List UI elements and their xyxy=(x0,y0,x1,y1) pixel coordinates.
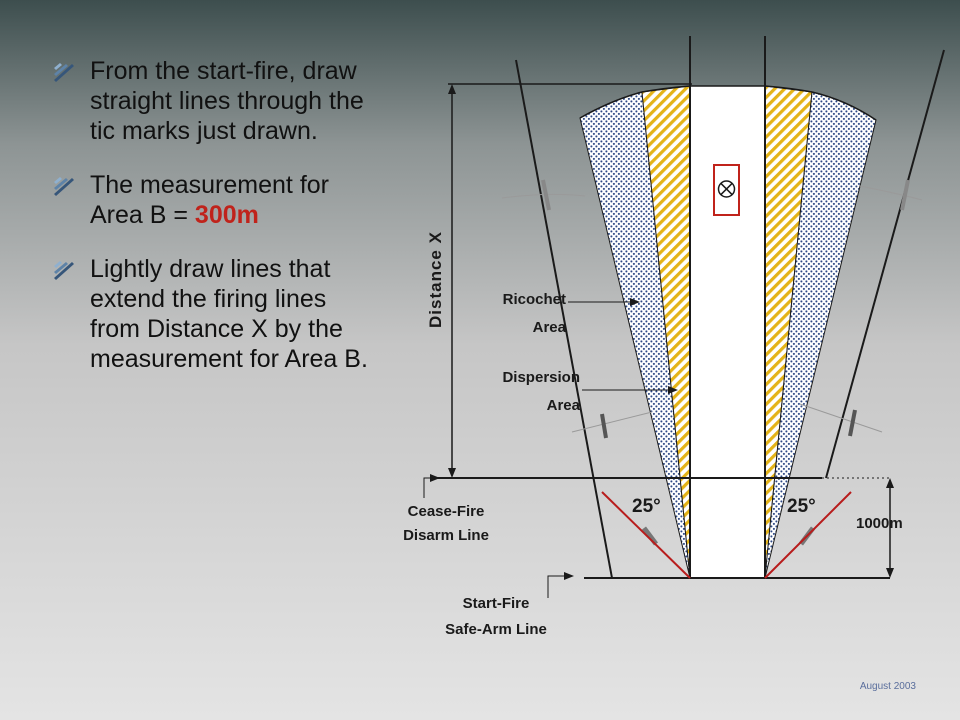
bullet-item-3: Lightly draw lines that extend the firin… xyxy=(52,254,372,374)
construction-arc-left xyxy=(501,193,586,199)
start-fire-label-line2: Safe-Arm Line xyxy=(445,621,547,638)
bullet-item-2: The measurement for Area B = 300m xyxy=(52,170,372,230)
x-circle-icon xyxy=(717,180,736,198)
cease-fire-leader xyxy=(423,477,430,498)
center-safe-corridor xyxy=(690,86,765,578)
ricochet-leader-arrow xyxy=(630,298,640,306)
start-fire-leader xyxy=(547,575,564,598)
angle-label-right: 25° xyxy=(787,496,816,517)
dispersion-leader-arrow xyxy=(668,386,678,394)
distance-x-arrow-top xyxy=(448,84,456,94)
dispersion-label-line1: Dispersion xyxy=(502,369,580,386)
bullet-icon xyxy=(54,261,74,280)
tic-mark xyxy=(848,409,857,437)
measure-arrow-bottom xyxy=(886,568,894,578)
range-arc xyxy=(579,85,877,121)
dispersion-label-line2: Area xyxy=(547,397,581,414)
bullet-icon xyxy=(54,63,74,82)
distance-x-label: Distance X xyxy=(426,231,445,328)
angle-line-left xyxy=(601,491,691,579)
angle-label-left: 25° xyxy=(632,496,661,517)
cease-fire-label-line2: Disarm Line xyxy=(403,527,489,544)
cease-fire-label-line1: Cease-Fire xyxy=(408,503,485,520)
footer-date: August 2003 xyxy=(859,681,916,692)
tic-mark xyxy=(600,413,608,439)
ricochet-label-line2: Area xyxy=(533,319,567,336)
bullet-text: Lightly draw lines that extend the firin… xyxy=(90,255,368,373)
construction-line-right-low xyxy=(799,403,883,433)
measure-label: 1000m xyxy=(856,515,903,532)
bullet-item-1: From the start-fire, draw straight lines… xyxy=(52,56,372,146)
start-fire-label-line1: Start-Fire xyxy=(463,595,530,612)
construction-arc-right xyxy=(859,185,923,201)
bullet-icon xyxy=(54,177,74,196)
measure-arrow-top xyxy=(886,478,894,488)
bullet-text-main: The measurement for Area B = xyxy=(90,171,329,229)
bullet-text: The measurement for Area B = 300m xyxy=(90,170,372,230)
distance-x-arrow-bottom xyxy=(448,468,456,478)
angle-line-right xyxy=(764,491,852,579)
cease-fire-leader-arrow xyxy=(430,474,440,482)
construction-line-left-low xyxy=(571,411,653,433)
area-b-measurement: 300m xyxy=(194,201,259,229)
firing-line-right xyxy=(825,49,945,479)
bullet-list: From the start-fire, draw straight lines… xyxy=(52,56,372,398)
start-fire-leader-arrow xyxy=(564,572,574,580)
bullet-text: From the start-fire, draw straight lines… xyxy=(90,57,364,145)
firing-line-left xyxy=(515,59,613,579)
ricochet-label-line1: Ricochet xyxy=(503,291,566,308)
tic-mark xyxy=(541,179,551,211)
tic-mark xyxy=(642,526,658,546)
tic-mark xyxy=(900,179,910,211)
